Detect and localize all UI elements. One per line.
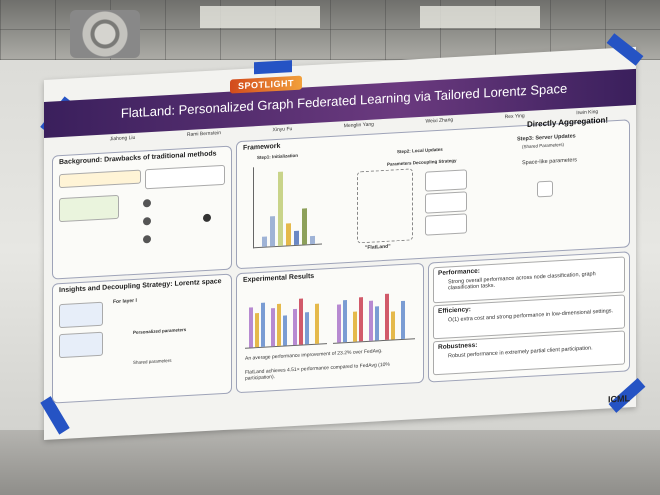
author: Xinyu Fu: [272, 126, 293, 134]
client-icon: [143, 199, 151, 208]
ceiling-vent: [70, 10, 140, 58]
research-poster: SPOTLIGHT FlatLand: Personalized Graph F…: [40, 33, 646, 440]
aggregated-parameter: [537, 180, 553, 198]
personalized-label: Personalized parameters: [133, 327, 187, 336]
step-sublabel: (Shared Parameters): [522, 141, 565, 150]
robustness-heading: Robustness:: [438, 341, 478, 351]
ceiling: [0, 0, 660, 95]
histogram: [253, 163, 322, 249]
tape: [254, 60, 292, 75]
result-summary: An average performance improvement of 23…: [245, 348, 383, 362]
author: Rex Ying: [504, 113, 525, 121]
section-heading: Background: Drawbacks of traditional met…: [59, 150, 217, 167]
results-chart: [333, 286, 415, 344]
floor: [0, 430, 660, 495]
step-sublabel: Parameters Decoupling Strategy: [387, 157, 457, 167]
result-summary: FlatLand achieves 4.51× performance comp…: [245, 361, 390, 382]
framework-panel: Framework Step1: Initialization Step2: L…: [236, 115, 630, 270]
shared-label: Shared parameters: [133, 357, 172, 366]
drawback-box: [59, 169, 141, 189]
efficiency-heading: Efficiency:: [438, 306, 471, 315]
parameter-block: [425, 169, 467, 192]
step-label: Step2: Local Updates: [397, 146, 443, 155]
ceiling-light: [420, 6, 540, 28]
efficiency-text: O(1) extra cost and strong performance i…: [448, 308, 614, 324]
author: Menglin Yang: [343, 121, 374, 130]
flatland-label: "FlatLand": [365, 243, 391, 252]
section-heading: Experimental Results: [243, 272, 315, 284]
insights-panel: Insights and Decoupling Strategy: Lorent…: [52, 273, 232, 404]
lorentz-model-stack: [357, 168, 413, 244]
background-panel: Background: Drawbacks of traditional met…: [52, 145, 232, 280]
author: Rami Bernstein: [186, 130, 222, 139]
layer-label: For layer l: [113, 297, 137, 306]
drawback-box: [145, 164, 225, 190]
step-label: Step1: Initialization: [257, 152, 299, 161]
client-icon: [143, 235, 151, 244]
results-chart: [245, 291, 327, 349]
performance-heading: Performance:: [438, 267, 480, 277]
ceiling-light: [200, 6, 320, 28]
author: Jiahong Liu: [109, 134, 136, 143]
parameter-block: [425, 191, 467, 214]
step-label: Step3: Server Updates: [517, 133, 576, 143]
section-heading: Insights and Decoupling Strategy: Lorent…: [59, 278, 222, 295]
parameter-block: [425, 213, 467, 236]
summary-panel: Performance: Strong overall performance …: [428, 251, 630, 383]
icml-logo: ICML: [608, 393, 630, 405]
server-icon: [203, 213, 211, 223]
strategy-box: [59, 331, 103, 359]
space-like-label: Space-like parameters: [522, 157, 578, 167]
strategy-box: [59, 301, 103, 329]
experimental-panel: Experimental Results An average performa…: [236, 262, 424, 394]
client-icon: [143, 217, 151, 226]
author: Weixi Zhang: [425, 117, 454, 125]
section-heading: Framework: [243, 142, 281, 152]
drawback-box: [59, 194, 119, 223]
